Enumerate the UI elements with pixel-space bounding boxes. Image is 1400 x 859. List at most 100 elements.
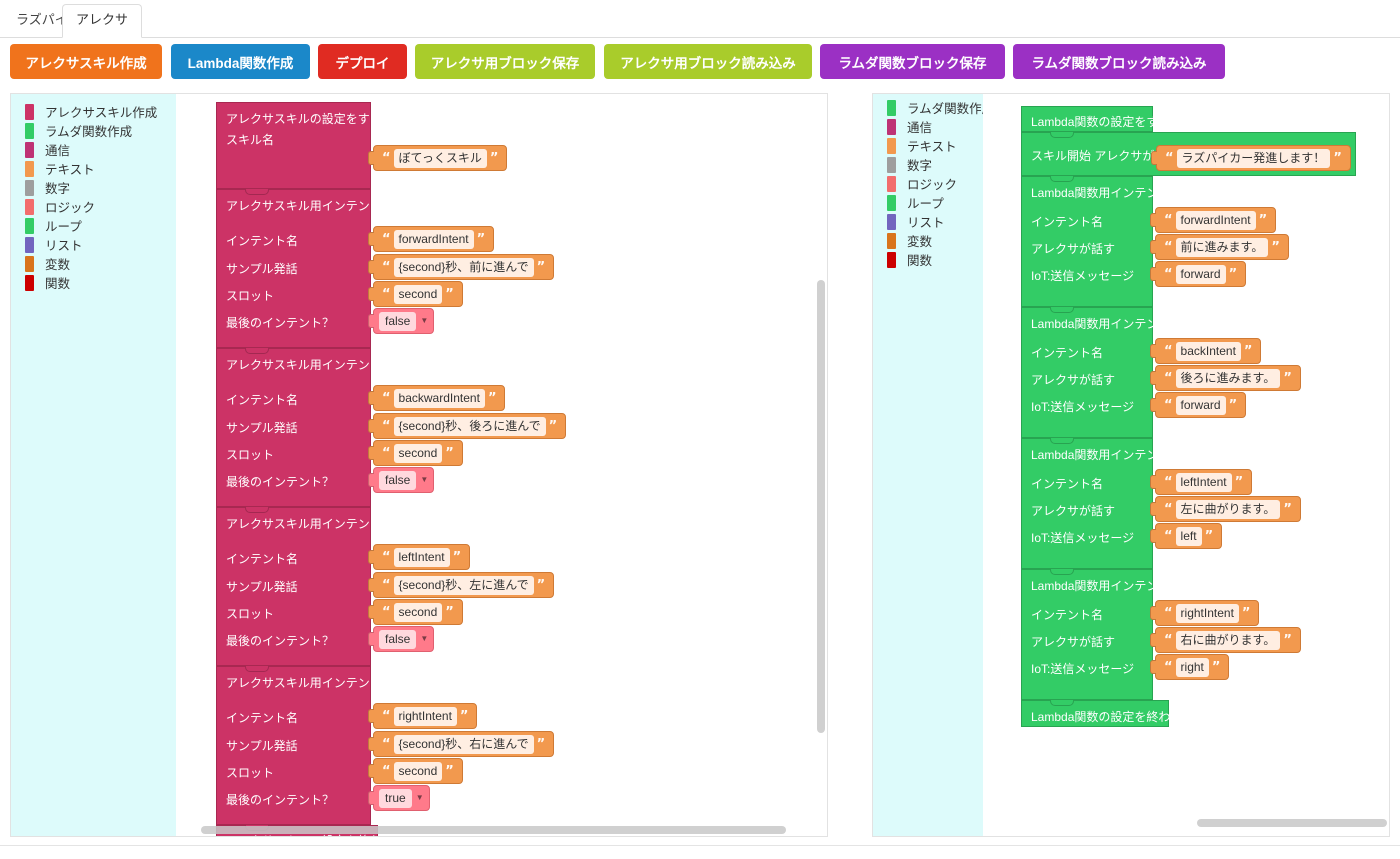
toolbox-category-2[interactable]: 通信: [11, 140, 176, 159]
lambda-end-block[interactable]: Lambda関数の設定を終わる: [1021, 700, 1182, 727]
alexa-toolbox[interactable]: アレクサスキル作成ラムダ関数作成通信テキスト数字ロジックループリスト変数関数: [11, 94, 176, 836]
toolbox-category-3[interactable]: 数字: [873, 155, 983, 174]
text-field[interactable]: {second}秒、右に進んで: [393, 734, 534, 754]
lambda-horizontal-scrollbar[interactable]: [1197, 819, 1387, 827]
text-field[interactable]: {second}秒、後ろに進んで: [393, 416, 546, 436]
toolbar-button-2[interactable]: デプロイ: [318, 44, 407, 79]
sample-utterance-value-block-0[interactable]: “{second}秒、前に進んで”: [367, 254, 555, 280]
text-field[interactable]: 後ろに進みます。: [1175, 368, 1281, 388]
text-field[interactable]: {second}秒、前に進んで: [393, 257, 534, 277]
text-field[interactable]: forwardIntent: [1175, 210, 1256, 230]
boolean-dropdown-field[interactable]: false: [379, 629, 417, 649]
lambda-intent-name-value-block-3[interactable]: “rightIntent”: [1149, 600, 1260, 626]
toolbar-button-0[interactable]: アレクサスキル作成: [10, 44, 162, 79]
text-field[interactable]: ぼてっくスキル: [393, 148, 487, 168]
alexa-skill-setup-block[interactable]: アレクサスキルの設定をするスキル名: [216, 102, 382, 189]
toolbox-category-1[interactable]: ラムダ関数作成: [11, 121, 176, 140]
toolbar-button-4[interactable]: アレクサ用ブロック読み込み: [604, 44, 812, 79]
last-intent-value-block-1[interactable]: false▼: [367, 467, 435, 493]
alexa-skill-workspace[interactable]: アレクサスキル作成ラムダ関数作成通信テキスト数字ロジックループリスト変数関数 ア…: [10, 93, 828, 837]
lambda-speech-value-block-3[interactable]: “右に曲がります。”: [1150, 627, 1301, 653]
skill-name-value-block[interactable]: “ぼてっくスキル”: [367, 145, 508, 171]
toolbox-category-0[interactable]: アレクサスキル作成: [11, 102, 176, 121]
toolbox-category-4[interactable]: 数字: [11, 178, 176, 197]
text-field[interactable]: 左に曲がります。: [1175, 499, 1281, 519]
text-field[interactable]: leftIntent: [1175, 472, 1232, 492]
toolbox-category-4[interactable]: ロジック: [873, 174, 983, 193]
alexa-intent-block-1[interactable]: アレクサスキル用インテントインテント名サンプル発話スロット最後のインテント？: [216, 348, 382, 507]
lambda-speech-value-block-1[interactable]: “後ろに進みます。”: [1150, 365, 1301, 391]
text-field[interactable]: forwardIntent: [393, 229, 474, 249]
lambda-setup-block[interactable]: Lambda関数の設定をする: [1021, 106, 1170, 132]
alexa-block-canvas[interactable]: アレクサスキルの設定をするスキル名“ぼてっくスキル” アレクサスキル用インテントイ…: [11, 94, 827, 836]
toolbox-category-0[interactable]: ラムダ関数作成: [873, 98, 983, 117]
slot-value-block-1[interactable]: “second”: [368, 440, 463, 466]
alexa-horizontal-scrollbar[interactable]: [201, 826, 786, 834]
tab-inactive-0[interactable]: ラズパイ: [16, 12, 68, 27]
toolbox-category-1[interactable]: 通信: [873, 117, 983, 136]
last-intent-value-block-3[interactable]: true▼: [368, 785, 430, 811]
toolbar-button-1[interactable]: Lambda関数作成: [171, 44, 310, 79]
boolean-dropdown-field[interactable]: false: [379, 470, 417, 490]
text-field[interactable]: second: [393, 443, 443, 463]
sample-utterance-value-block-3[interactable]: “{second}秒、右に進んで”: [367, 731, 555, 757]
lambda-speech-value-block-0[interactable]: “前に進みます。”: [1150, 234, 1289, 260]
text-field[interactable]: ラズパイカー発進します！: [1176, 148, 1331, 168]
slot-value-block-0[interactable]: “second”: [368, 281, 463, 307]
alexa-intent-block-2[interactable]: アレクサスキル用インテントインテント名サンプル発話スロット最後のインテント？: [216, 507, 382, 666]
lambda-iot-value-block-1[interactable]: “forward”: [1149, 392, 1247, 418]
lambda-intent-name-value-block-1[interactable]: “backIntent”: [1149, 338, 1262, 364]
text-field[interactable]: backIntent: [1175, 341, 1241, 361]
text-field[interactable]: rightIntent: [393, 706, 457, 726]
toolbox-category-7[interactable]: 変数: [873, 231, 983, 250]
sample-utterance-value-block-1[interactable]: “{second}秒、後ろに進んで”: [367, 413, 567, 439]
slot-value-block-2[interactable]: “second”: [368, 599, 463, 625]
lambda-intent-name-value-block-0[interactable]: “forwardIntent”: [1149, 207, 1277, 233]
toolbox-category-5[interactable]: ロジック: [11, 197, 176, 216]
toolbar-button-3[interactable]: アレクサ用ブロック保存: [415, 44, 595, 79]
toolbox-category-6[interactable]: ループ: [11, 216, 176, 235]
alexa-vertical-scrollbar[interactable]: [817, 280, 825, 733]
toolbar-button-5[interactable]: ラムダ関数ブロック保存: [820, 44, 1005, 79]
toolbox-category-8[interactable]: 変数: [11, 254, 176, 273]
toolbox-category-8[interactable]: 関数: [873, 250, 983, 269]
toolbox-category-7[interactable]: リスト: [11, 235, 176, 254]
lambda-iot-value-block-3[interactable]: “right”: [1149, 654, 1230, 680]
slot-value-block-3[interactable]: “second”: [368, 758, 463, 784]
text-field[interactable]: 前に進みます。: [1175, 237, 1269, 257]
alexa-intent-block-0[interactable]: アレクサスキル用インテントインテント名サンプル発話スロット最後のインテント？: [216, 189, 382, 348]
sample-utterance-value-block-2[interactable]: “{second}秒、左に進んで”: [367, 572, 555, 598]
text-field[interactable]: {second}秒、左に進んで: [393, 575, 534, 595]
lambda-iot-value-block-2[interactable]: “left”: [1149, 523, 1223, 549]
lambda-iot-value-block-0[interactable]: “forward”: [1149, 261, 1247, 287]
intent-name-value-block-1[interactable]: “backwardIntent”: [367, 385, 506, 411]
alexa-intent-block-3[interactable]: アレクサスキル用インテントインテント名サンプル発話スロット最後のインテント？: [216, 666, 382, 825]
intent-name-value-block-3[interactable]: “rightIntent”: [367, 703, 478, 729]
text-field[interactable]: second: [393, 761, 443, 781]
text-field[interactable]: second: [393, 602, 443, 622]
last-intent-value-block-2[interactable]: false▼: [367, 626, 435, 652]
text-field[interactable]: leftIntent: [393, 547, 450, 567]
text-field[interactable]: right: [1175, 657, 1209, 677]
lambda-speech-value-block-2[interactable]: “左に曲がります。”: [1150, 496, 1301, 522]
toolbox-category-5[interactable]: ループ: [873, 193, 983, 212]
text-field[interactable]: forward: [1175, 395, 1226, 415]
text-field[interactable]: rightIntent: [1175, 603, 1239, 623]
toolbar-button-6[interactable]: ラムダ関数ブロック読み込み: [1013, 44, 1225, 79]
skill-start-value-block[interactable]: “ラズパイカー発進します！”: [1151, 145, 1351, 171]
toolbox-category-9[interactable]: 関数: [11, 273, 176, 292]
toolbox-category-2[interactable]: テキスト: [873, 136, 983, 155]
text-field[interactable]: left: [1175, 526, 1202, 546]
last-intent-value-block-0[interactable]: false▼: [367, 308, 435, 334]
text-field[interactable]: forward: [1175, 264, 1226, 284]
intent-name-value-block-0[interactable]: “forwardIntent”: [367, 226, 495, 252]
tab-active-1[interactable]: アレクサ: [62, 4, 143, 38]
text-field[interactable]: 右に曲がります。: [1175, 630, 1281, 650]
lambda-intent-name-value-block-2[interactable]: “leftIntent”: [1149, 469, 1253, 495]
boolean-dropdown-field[interactable]: false: [379, 311, 417, 331]
